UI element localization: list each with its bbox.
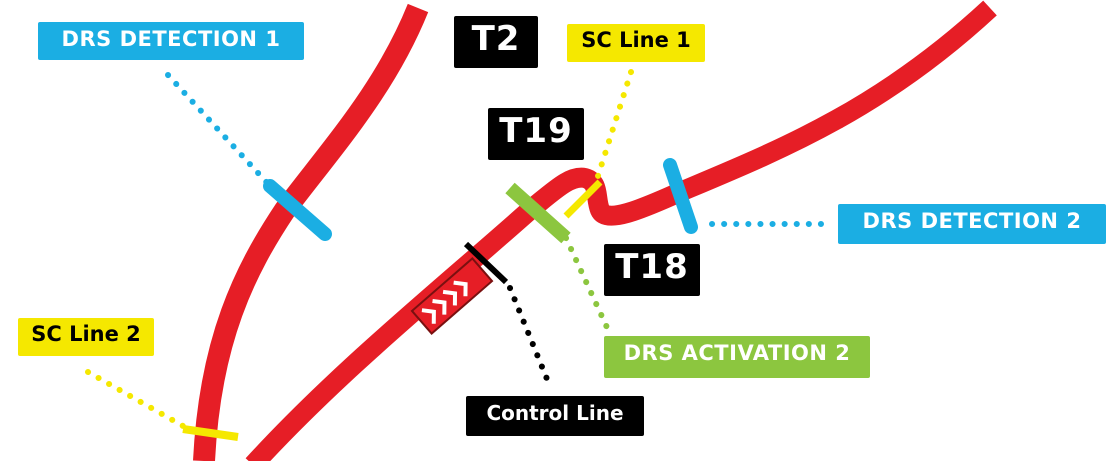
sc-line-2-leader — [85, 369, 186, 429]
control-line-label: Control Line — [466, 396, 644, 436]
sc-line-1-label: SC Line 1 — [567, 24, 705, 62]
sc-line-2-label: SC Line 2 — [18, 318, 154, 356]
turn-label-t19: T19 — [488, 108, 584, 160]
control-line-leader — [507, 285, 552, 387]
drs-activation-2-marker — [505, 182, 571, 244]
control-line-marker — [463, 241, 509, 285]
sc-line-1-marker — [563, 179, 603, 219]
turn-label-t2: T2 — [454, 16, 538, 68]
drs-activation-2-label: DRS ACTIVATION 2 — [604, 336, 870, 378]
track-left-straight — [193, 3, 429, 461]
chevron-arrows-icon — [410, 257, 494, 335]
drs-detection-1-marker — [263, 179, 332, 241]
turn-label-t18: T18 — [604, 244, 700, 296]
sc-line-2-marker — [182, 425, 239, 441]
sc-line-1-leader — [595, 69, 634, 179]
drs-detection-2-marker — [663, 158, 698, 234]
drs-detection-1-label: DRS DETECTION 1 — [38, 22, 304, 60]
drs-detection-1-leader — [165, 72, 273, 189]
drs-detection-2-label: DRS DETECTION 2 — [838, 204, 1106, 244]
